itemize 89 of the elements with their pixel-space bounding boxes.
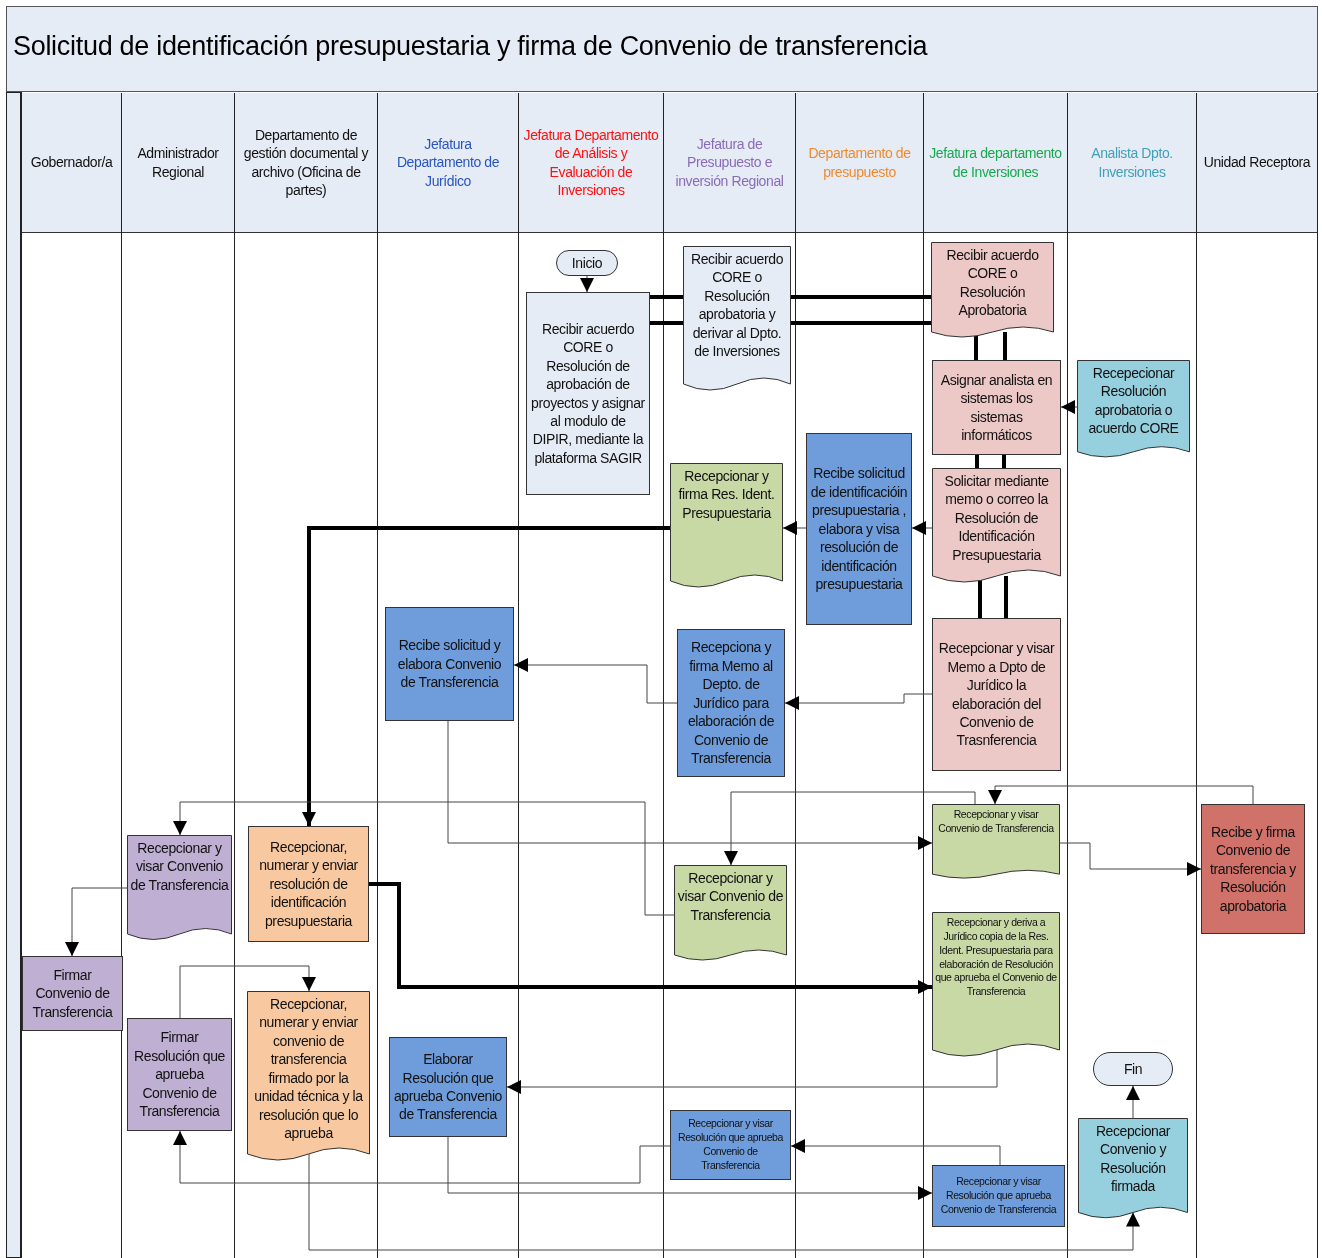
- step-text: Recepcionar y visar Resolución que aprueba Convenio de Transferencia: [939, 1175, 1058, 1217]
- lane-title: Jefatura de Presupuesto e inversión Regional: [674, 135, 785, 190]
- arrow: [790, 1139, 1001, 1166]
- process-box: [385, 607, 514, 721]
- lane-title: Jefatura Departamento de Jurídico: [395, 135, 501, 190]
- arrow: [580, 275, 594, 293]
- lane-title: Departamento de gestión documental y archivo (Oficina de partes): [242, 126, 370, 199]
- step-text: Firmar Resolución que aprueba Convenio de Transferencia: [133, 1028, 226, 1121]
- connector-line: [974, 330, 1007, 362]
- arrow: [1059, 842, 1202, 876]
- step-text: Fin: [1122, 1059, 1144, 1079]
- process-box: [389, 1037, 507, 1137]
- lane-title: Unidad Receptora: [1202, 153, 1312, 172]
- connector-line: [978, 574, 1008, 620]
- lane-title: Gobernador/a: [29, 153, 114, 172]
- lane-title: Jefatura Departamento de Análisis y Evaluación de Inversiones: [522, 126, 660, 199]
- arrow: [506, 1049, 998, 1094]
- swimlane: [378, 93, 519, 1258]
- step-text: Recibir acuerdo CORE o Resolución Aprobatoria: [945, 246, 1040, 320]
- step-text: Recepcionar y firma Res. Ident. Presupuestaria: [677, 467, 776, 523]
- arrow: [988, 785, 1254, 805]
- swimlane: [796, 93, 924, 1258]
- swimlane: [122, 93, 235, 1258]
- lane-title: Jefatura departamento de Inversiones: [928, 144, 1063, 181]
- process-box: [806, 433, 912, 625]
- document-shape: [932, 804, 1060, 882]
- lane-title: Administrador Regional: [136, 144, 220, 181]
- process-box: [22, 956, 123, 1031]
- step-text: Recepcionar Convenio y Resolución firmada: [1094, 1122, 1172, 1196]
- step-text: Recepcionar y visar Convenio de Transferencia: [129, 839, 230, 895]
- connector-line: [789, 295, 933, 325]
- step-text: Firmar Convenio de Transferencia: [31, 965, 114, 1022]
- process-box: [1201, 804, 1305, 934]
- step-text: Recepecionar Resolución aprobatoria o acuerdo CORE: [1087, 364, 1180, 438]
- swimlane: [519, 93, 664, 1258]
- arrow: [1126, 1085, 1140, 1119]
- process-box: [932, 360, 1061, 455]
- step-text: Recepcionar y visar Convenio de Transferencia: [676, 869, 785, 925]
- step-text: Solicitar mediante memo o correo la Resolución de Identificación Presupuestaria: [943, 472, 1050, 565]
- arrow: [447, 720, 933, 850]
- process-box: [670, 1110, 791, 1180]
- step-text: Recibir acuerdo CORE o Resolución aprobatoria y derivar al Dpto. de Inversiones: [689, 250, 785, 361]
- swimlane: [1197, 93, 1318, 1258]
- arrow: [302, 526, 670, 826]
- step-text: Elaborar Resolución que aprueba Convenio de Transferencia: [393, 1050, 503, 1124]
- process-box: [127, 1018, 232, 1131]
- step-text: Recibe solicitud de identificacióin presupuestaria , elabora y visa resolución de identificación presupuestaria: [809, 464, 909, 594]
- arrow: [1060, 400, 1078, 414]
- step-text: Recibir acuerdo CORE o Resolución de aprobación de proyectos y asignar al modulo de DIPIR, mediante la plataforma SAGIR: [530, 319, 646, 468]
- arrow: [513, 658, 678, 704]
- process-box: [677, 629, 785, 777]
- arrow: [308, 1153, 1140, 1251]
- terminator-shape: [1093, 1052, 1173, 1086]
- step-text: Recibe solicitud y elabora Convenio de Transferencia: [396, 636, 503, 692]
- arrow: [782, 521, 807, 535]
- process-box: [932, 1165, 1065, 1227]
- lane-title: Departamento de presupuesto: [807, 144, 912, 181]
- arrow: [911, 521, 933, 535]
- connector-line: [975, 453, 1006, 470]
- arrow: [369, 882, 932, 994]
- arrow: [179, 965, 316, 1019]
- lane-title: Analista Dpto. Inversiones: [1090, 144, 1174, 181]
- step-text: Recepcionar y deriva a Jurídico copia de la Res. Ident. Presupuestaria para elaboración de Resolución que aprueba el Convenio de Transferencia: [934, 916, 1058, 1000]
- arrow: [784, 693, 933, 710]
- step-text: Recepcionar y visar Memo a Dpto de Jurídico la elaboración del Convenio de Trasnferencia: [937, 639, 1056, 750]
- swimlane: [664, 93, 796, 1258]
- step-text: Inicio: [570, 253, 604, 273]
- swimlane: [22, 93, 122, 1258]
- connector-line: [648, 295, 685, 325]
- step-text: Recepcionar, numerar y enviar convenio de transferencia firmado por la unidad técnica y la resolución que lo aprueba: [253, 995, 364, 1143]
- terminator-shape: [556, 250, 618, 276]
- step-text: Recepciona y firma Memo al Depto. de Jurídico para elaboración de Convenio de Transferencia: [686, 638, 776, 768]
- step-text: Recepcionar y visar Resolución que aprueba Convenio de Transferencia: [676, 1117, 785, 1173]
- step-text: Asignar analista en sistemas los sistemas informáticos: [939, 370, 1054, 445]
- arrow: [173, 801, 675, 916]
- arrow: [65, 887, 128, 957]
- swimlane: [1068, 93, 1197, 1258]
- step-text: Recibe y firma Convenio de transferencia y Resolución aprobatoria: [1209, 822, 1297, 916]
- step-text: Recepcionar y visar Convenio de Transferencia: [937, 808, 1055, 836]
- arrow: [724, 791, 976, 866]
- swimlane: [924, 93, 1068, 1258]
- arrow: [173, 1130, 671, 1184]
- process-box: [932, 618, 1061, 771]
- arrow: [447, 1136, 933, 1200]
- process-box: [248, 826, 369, 942]
- process-box: [526, 292, 650, 495]
- step-text: Recepcionar, numerar y enviar resolución de identificación presupuestaria: [258, 837, 359, 931]
- diagram-title: Solicitud de identificación presupuestaria y firma de Convenio de transferencia: [13, 31, 928, 62]
- swimlane: [235, 93, 378, 1258]
